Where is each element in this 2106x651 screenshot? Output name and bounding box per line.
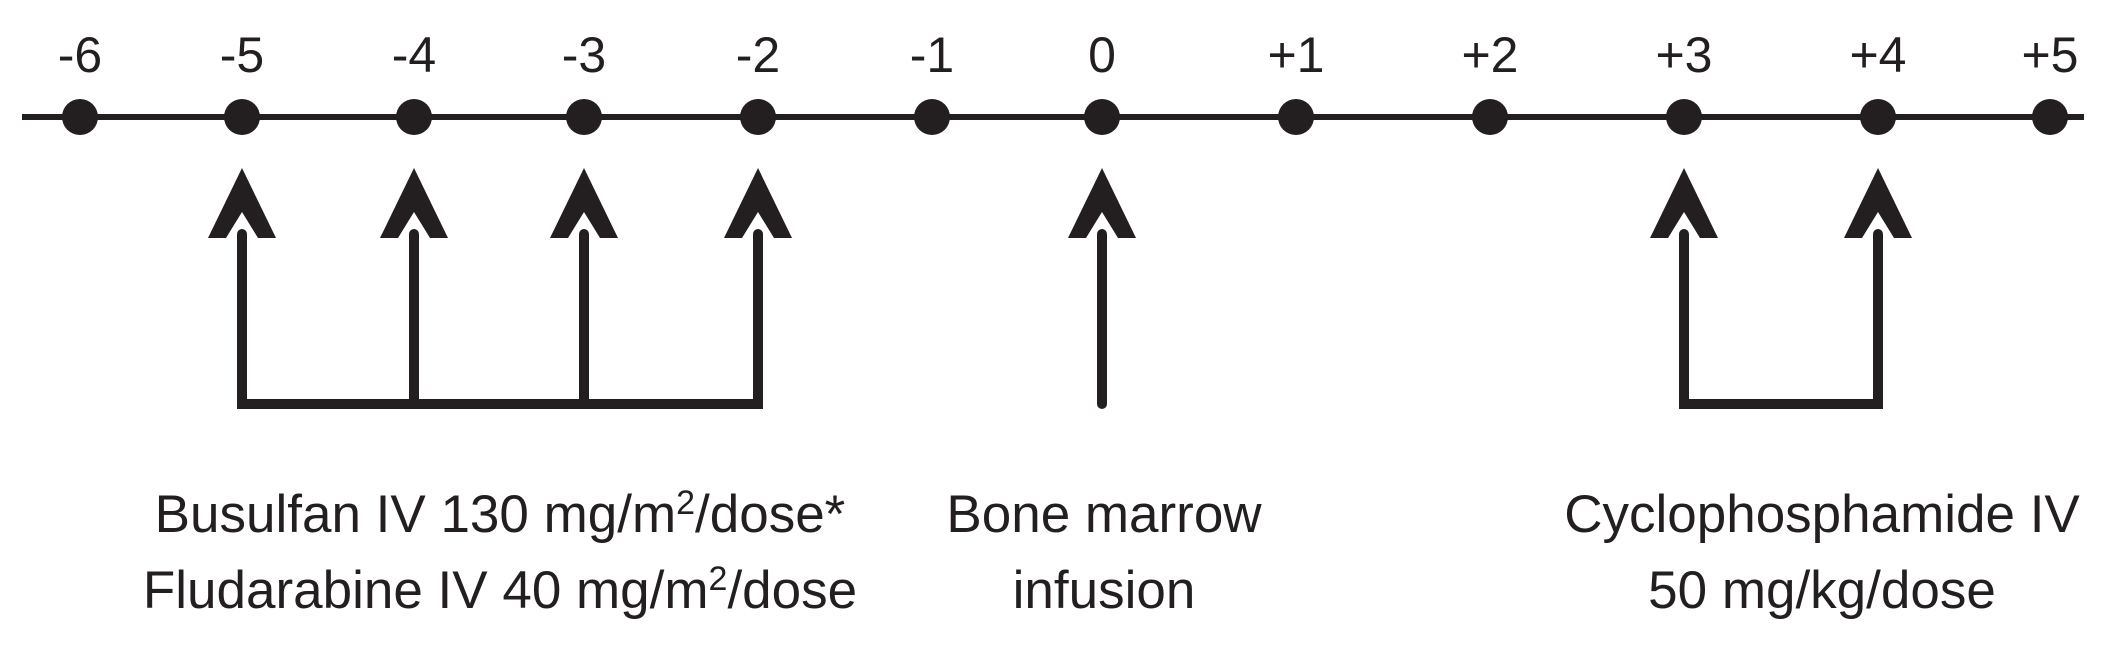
up-arrow-head [550,168,618,238]
up-arrow-head [380,168,448,238]
day-label: +5 [2021,27,2078,83]
day-label: +1 [1267,27,1324,83]
day-label: -2 [736,27,780,83]
day-label: +2 [1461,27,1518,83]
label-text: Busulfan IV 130 mg/m [155,485,676,544]
label-text: infusion [1013,561,1196,620]
day-dot [1666,99,1702,135]
day-label: -4 [392,27,436,83]
day-dot [740,99,776,135]
up-arrow-head [208,168,276,238]
bone-marrow-label-line: infusion [1013,561,1196,620]
day-dot [1084,99,1120,135]
label-superscript: 2 [676,484,695,522]
day-dot [1472,99,1508,135]
day-label: -5 [220,27,264,83]
day-dot [566,99,602,135]
label-text: Fludarabine IV 40 mg/m [143,561,709,620]
day-dot [62,99,98,135]
label-tail: /dose [727,561,857,620]
label-text: Cyclophosphamide IV [1564,485,2080,544]
day-label: -3 [562,27,606,83]
up-arrow-head [724,168,792,238]
cyclophosphamide-label-line: Cyclophosphamide IV [1564,485,2080,544]
day-label: 0 [1088,27,1116,83]
label-text: 50 mg/kg/dose [1648,561,1996,620]
up-arrow-head [1650,168,1718,238]
up-arrow-head [1844,168,1912,238]
label-text: Bone marrow [946,485,1262,544]
busulfan-fludarabine-label-line: Fludarabine IV 40 mg/m2/dose [143,560,857,620]
label-superscript: 2 [709,560,728,598]
day-dot [224,99,260,135]
day-label: +3 [1655,27,1712,83]
day-label: -6 [58,27,102,83]
day-dot [1860,99,1896,135]
busulfan-fludarabine-label-line: Busulfan IV 130 mg/m2/dose* [155,484,846,544]
up-arrow-head [1068,168,1136,238]
cyclophosphamide-label-line: 50 mg/kg/dose [1648,561,1996,620]
bone-marrow-label-line: Bone marrow [946,485,1262,544]
day-dot [396,99,432,135]
day-dot [914,99,950,135]
day-label: -1 [910,27,954,83]
day-dot [1278,99,1314,135]
day-dot [2032,99,2068,135]
day-label: +4 [1849,27,1906,83]
label-tail: /dose* [695,485,845,544]
